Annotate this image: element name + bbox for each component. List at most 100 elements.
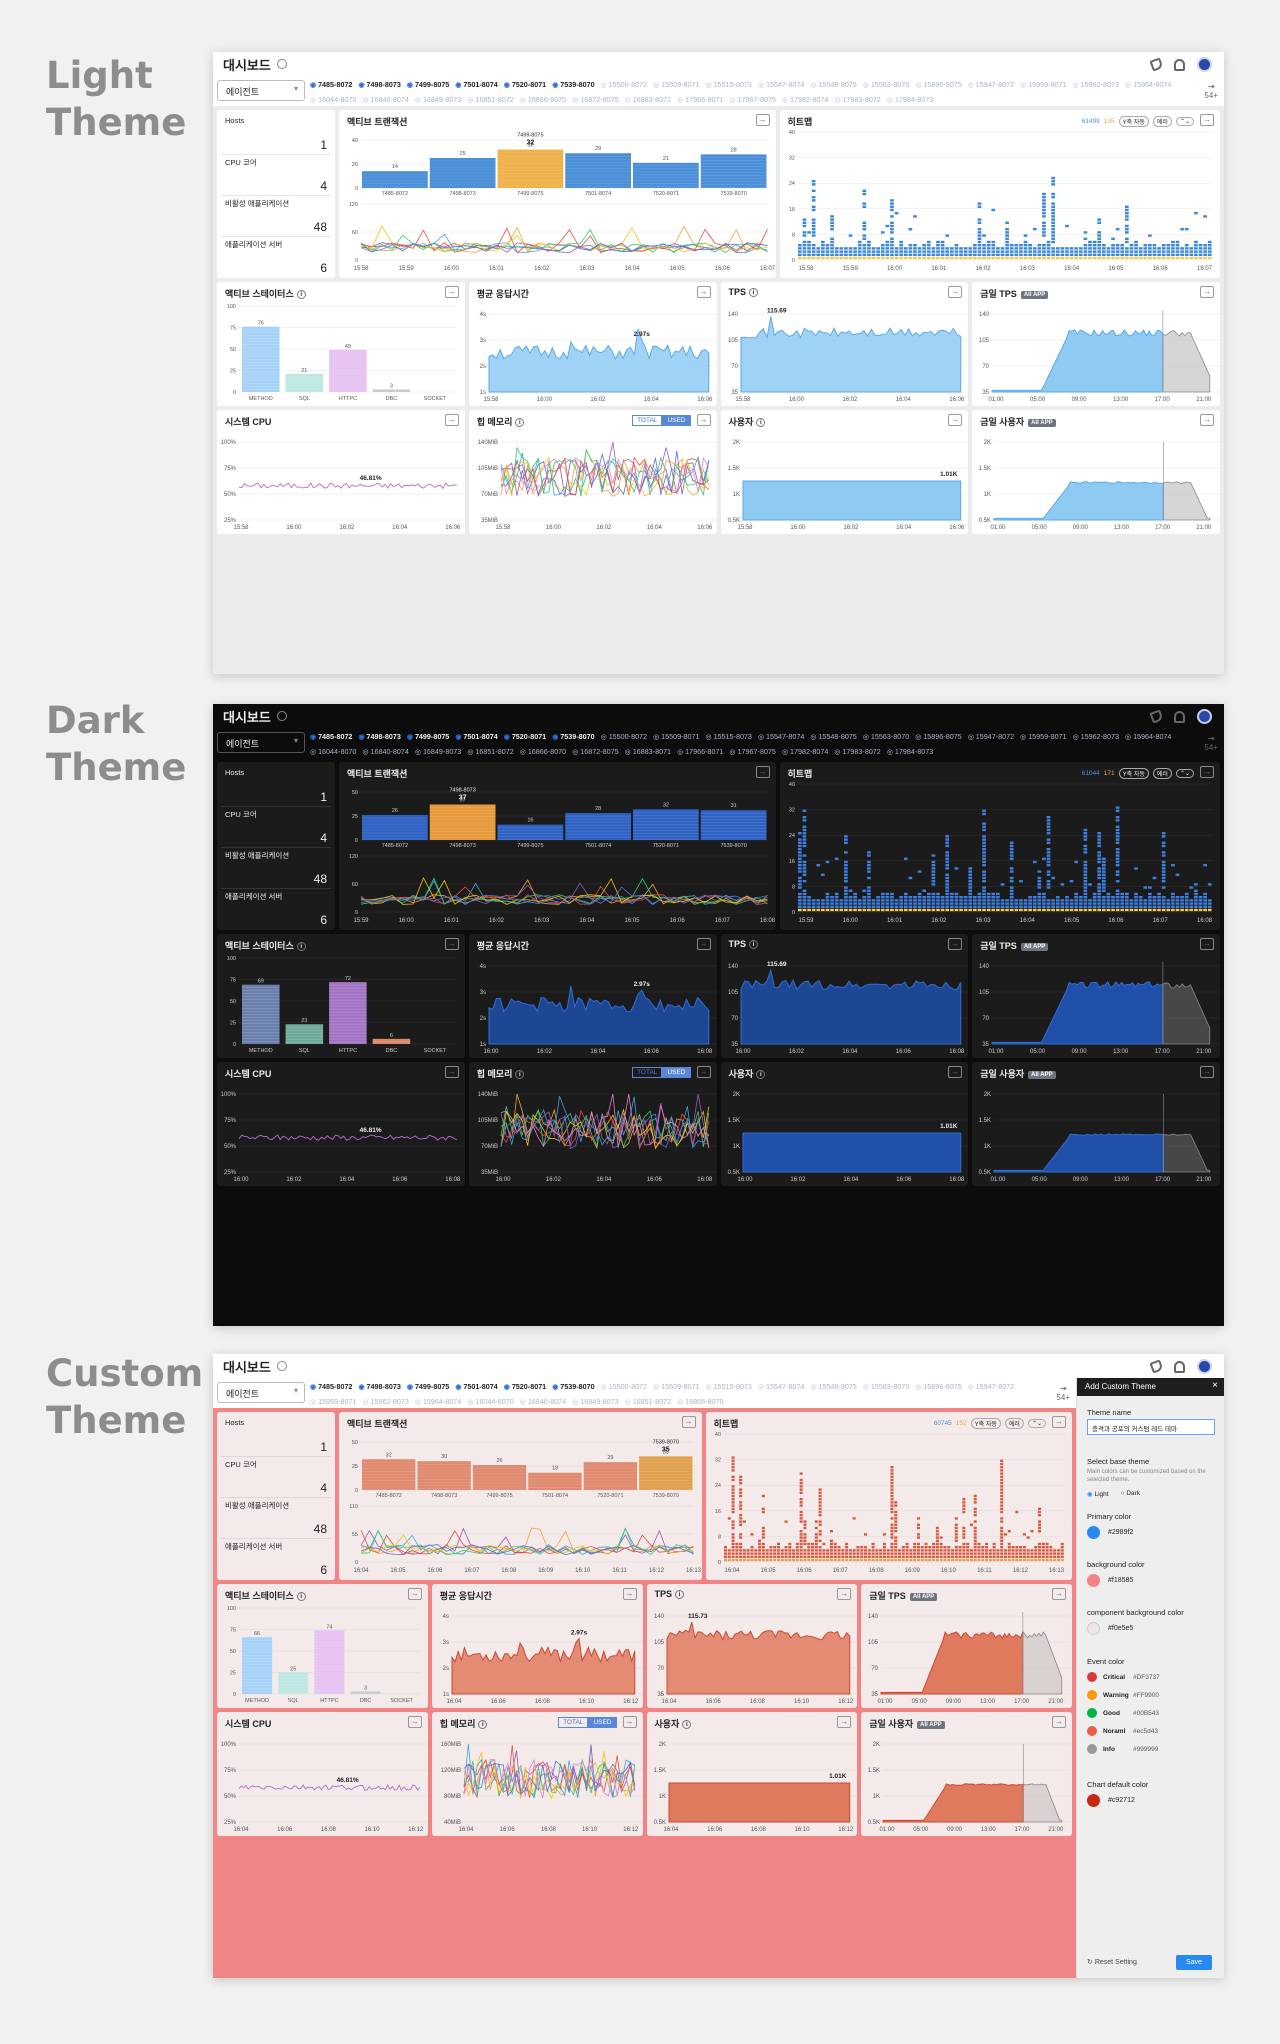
background-color-swatch[interactable]	[1087, 1574, 1100, 1587]
expand-icon[interactable]: →	[948, 1066, 963, 1078]
agent-chip-inactive[interactable]: 16866-8070	[520, 93, 566, 106]
agent-chip-inactive[interactable]: 15547-8074	[758, 1380, 804, 1395]
info-icon[interactable]: i	[749, 940, 759, 949]
clock-icon[interactable]	[276, 1361, 287, 1371]
pin-icon[interactable]: ⇥54+	[1204, 82, 1218, 100]
heatmap-y-auto-toggle[interactable]: Y축 자동	[970, 1418, 1001, 1429]
agent-chip-inactive[interactable]: 16866-8070	[677, 1395, 723, 1408]
agent-chip-inactive[interactable]: 16851-8072	[467, 745, 513, 758]
radio-light[interactable]: Light	[1087, 1490, 1108, 1498]
agent-chip-inactive[interactable]: 15547-8074	[758, 78, 804, 93]
agent-chip-inactive[interactable]: 16849-8073	[572, 1395, 618, 1408]
agent-chip-active[interactable]: 7485-8072	[310, 1380, 352, 1395]
agent-chip-active[interactable]: 7539-8070	[552, 1380, 594, 1395]
used-toggle[interactable]: USED	[588, 1717, 617, 1728]
agent-chip-inactive[interactable]: 15962-8073	[362, 1395, 409, 1408]
agent-chip-inactive[interactable]: 16840-8074	[362, 93, 409, 106]
agent-chip-inactive[interactable]: 16044-8070	[310, 745, 356, 758]
agent-chip-active[interactable]: 7499-8075	[407, 1380, 449, 1395]
agent-chip-active[interactable]: 7539-8070	[552, 730, 594, 745]
chevron-icon[interactable]: ⌃⌄	[1175, 769, 1194, 778]
agent-chip-inactive[interactable]: 15515-8073	[706, 1380, 752, 1395]
agent-chip-inactive[interactable]: 17984-8073	[887, 745, 933, 758]
event-swatch[interactable]	[1087, 1708, 1097, 1718]
agent-chip-inactive[interactable]: 15962-8073	[1073, 78, 1119, 93]
agent-chip-active[interactable]: 7485-8072	[310, 730, 352, 745]
info-icon[interactable]: i	[478, 1720, 488, 1729]
agent-chip-inactive[interactable]: 16866-8070	[520, 745, 566, 758]
primary-color-swatch[interactable]	[1087, 1526, 1100, 1539]
clock-icon[interactable]	[276, 59, 287, 69]
theme-name-input[interactable]: 충격과 공포의 커스텀 레드 테마	[1087, 1419, 1215, 1435]
expand-icon[interactable]: →	[444, 938, 459, 950]
agent-chip-inactive[interactable]: 15547-8074	[758, 730, 804, 745]
agent-chip-inactive[interactable]: 17966-8071	[677, 745, 723, 758]
agent-chip-inactive[interactable]: 15500-8072	[601, 730, 647, 745]
event-swatch[interactable]	[1087, 1690, 1097, 1700]
heatmap-error-toggle[interactable]: 에러	[1152, 768, 1172, 779]
agent-chip-inactive[interactable]: 15548-8075	[810, 78, 856, 93]
expand-icon[interactable]: →	[1052, 1416, 1066, 1428]
avatar[interactable]	[1197, 1359, 1212, 1374]
agent-chip-inactive[interactable]: 15947-8072	[968, 730, 1014, 745]
expand-icon[interactable]: →	[1052, 1716, 1066, 1728]
paint-bucket-icon[interactable]	[1149, 57, 1164, 72]
agent-chip-inactive[interactable]: 16872-8075	[572, 745, 618, 758]
agent-chip-active[interactable]: 7499-8075	[407, 78, 449, 93]
agent-chip-active[interactable]: 7499-8075	[407, 730, 449, 745]
expand-icon[interactable]: →	[1200, 766, 1214, 778]
heatmap-error-toggle[interactable]: 에러	[1004, 1418, 1024, 1429]
agent-chip-inactive[interactable]: 16851-8072	[625, 1395, 671, 1408]
agent-chip-active[interactable]: 7520-8071	[504, 730, 546, 745]
info-icon[interactable]: i	[515, 1070, 525, 1079]
agent-chip-inactive[interactable]: 15548-8075	[810, 730, 856, 745]
agent-chip-inactive[interactable]: 17967-8075	[730, 745, 776, 758]
expand-icon[interactable]: →	[622, 1716, 637, 1728]
expand-icon[interactable]: →	[1200, 414, 1214, 426]
agent-select[interactable]: 에이전트▾	[217, 80, 305, 101]
agent-chip-inactive[interactable]: 16849-8073	[415, 93, 461, 106]
agent-chip-active[interactable]: 7498-8073	[358, 78, 401, 93]
used-toggle[interactable]: USED	[662, 1067, 691, 1078]
expand-icon[interactable]: →	[696, 1066, 711, 1078]
paint-bucket-icon[interactable]	[1149, 709, 1164, 724]
agent-chip-inactive[interactable]: 15500-8072	[601, 78, 647, 93]
agent-chip-inactive[interactable]: 15964-8074	[1125, 730, 1171, 745]
info-icon[interactable]: i	[749, 288, 759, 297]
info-icon[interactable]: i	[515, 418, 525, 427]
avatar[interactable]	[1197, 57, 1212, 72]
bell-icon[interactable]	[1174, 710, 1185, 723]
expand-icon[interactable]: →	[1200, 114, 1214, 126]
agent-chip-active[interactable]: 7520-8071	[504, 78, 546, 93]
agent-chip-inactive[interactable]: 17983-8072	[834, 745, 880, 758]
save-button[interactable]: Save	[1176, 1955, 1212, 1970]
agent-chip-inactive[interactable]: 16840-8074	[520, 1395, 566, 1408]
expand-icon[interactable]: →	[1200, 1066, 1214, 1078]
pin-icon[interactable]: ⇥54+	[1204, 734, 1218, 752]
expand-icon[interactable]: →	[696, 938, 711, 950]
agent-chip-inactive[interactable]: 15896-8075	[915, 1380, 961, 1395]
agent-chip-inactive[interactable]: 15947-8072	[968, 1380, 1014, 1395]
expand-icon[interactable]: →	[681, 1416, 696, 1428]
agent-chip-active[interactable]: 7501-8074	[455, 1380, 497, 1395]
expand-icon[interactable]: →	[696, 414, 711, 426]
event-swatch[interactable]	[1087, 1744, 1097, 1754]
event-swatch[interactable]	[1087, 1726, 1097, 1736]
agent-chip-inactive[interactable]: 17982-8074	[782, 93, 828, 106]
agent-chip-inactive[interactable]: 16044-8070	[310, 93, 356, 106]
agent-chip-inactive[interactable]: 16840-8074	[362, 745, 409, 758]
expand-icon[interactable]: →	[755, 114, 770, 126]
expand-icon[interactable]: →	[1200, 286, 1214, 298]
agent-chip-inactive[interactable]: 15959-8071	[1020, 730, 1066, 745]
agent-chip-inactive[interactable]: 15962-8073	[1073, 730, 1119, 745]
agent-chip-inactive[interactable]: 15509-8071	[653, 78, 699, 93]
agent-chip-inactive[interactable]: 16851-8072	[467, 93, 513, 106]
total-toggle[interactable]: TOTAL	[632, 415, 663, 426]
radio-dark[interactable]: Dark	[1121, 1490, 1140, 1498]
expand-icon[interactable]: →	[1200, 938, 1214, 950]
agent-chip-inactive[interactable]: 15896-8075	[915, 730, 961, 745]
component-color-swatch[interactable]	[1087, 1622, 1100, 1635]
agent-chip-active[interactable]: 7520-8071	[504, 1380, 546, 1395]
agent-chip-inactive[interactable]: 16883-8071	[625, 93, 671, 106]
clock-icon[interactable]	[276, 711, 287, 721]
